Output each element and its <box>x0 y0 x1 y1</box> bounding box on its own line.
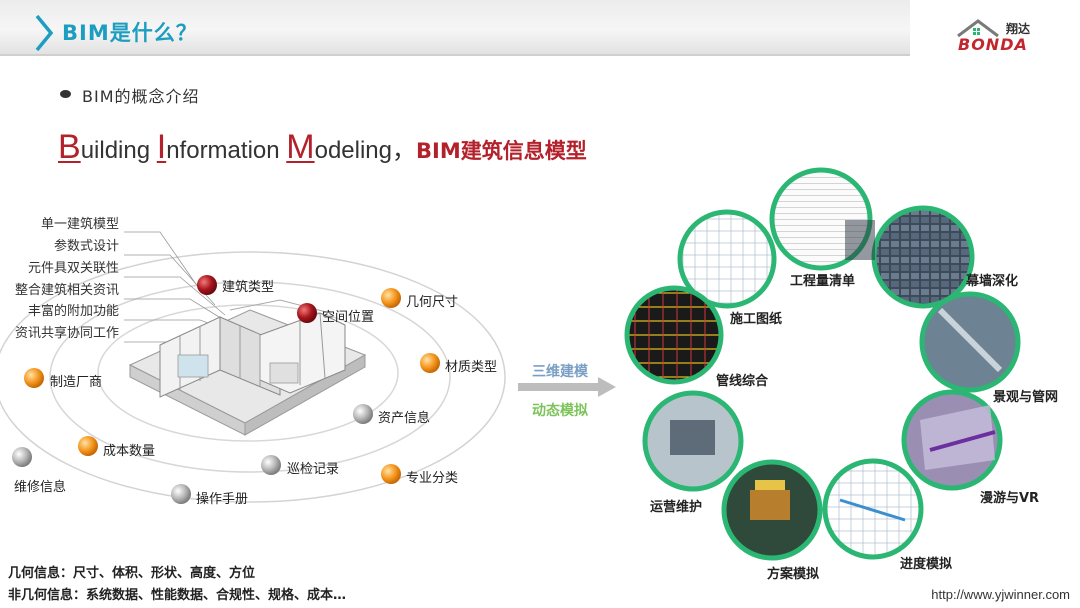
app-label: 管线综合 <box>716 374 769 389</box>
app-label: 进度模拟 <box>900 557 953 572</box>
letter-b: B <box>58 128 81 166</box>
word-modeling: odeling， <box>314 137 416 164</box>
feature-item: 整合建筑相关资讯 <box>14 283 119 298</box>
letter-m: M <box>286 128 315 166</box>
node-dot-inspection-record <box>261 455 281 475</box>
bim-definition: Building Information Modeling，BIM建筑信息模型 <box>58 128 587 167</box>
feature-item: 丰富的附加功能 <box>27 304 119 319</box>
node-label: 操作手册 <box>196 492 249 507</box>
bim-info-diagram <box>0 231 506 504</box>
app-label: 方案模拟 <box>767 567 820 582</box>
logo-cn-text: 翔达 <box>1006 22 1031 36</box>
chevron-right-icon <box>35 14 54 52</box>
intro-heading: BIM的概念介绍 <box>82 87 200 106</box>
node-label: 几何尺寸 <box>406 295 459 310</box>
geometric-info: 几何信息：尺寸、体积、形状、高度、方位 <box>8 566 256 581</box>
feature-item: 元件具双关联性 <box>27 261 119 276</box>
node-label: 维修信息 <box>14 480 67 495</box>
node-label: 成本数量 <box>103 444 156 459</box>
node-dot-maintenance-info <box>12 447 32 467</box>
feature-item: 单一建筑模型 <box>40 217 119 232</box>
node-label: 巡检记录 <box>287 462 340 477</box>
node-dot-space-position <box>297 303 317 323</box>
bim-cn-name: BIM建筑信息模型 <box>416 139 587 163</box>
logo-house-icon <box>957 19 999 38</box>
letter-i: I <box>156 128 167 166</box>
app-bubble-pipelines <box>624 285 724 385</box>
non-geometric-info: 非几何信息：系统数据、性能数据、合规性、规格、成本… <box>8 588 347 603</box>
orbit-inner <box>97 304 399 442</box>
app-bubble-drawings <box>677 209 777 309</box>
node-dot-cost-quantity <box>78 436 98 456</box>
bim-applications-ring <box>624 167 1021 561</box>
arrow-label-modeling: 三维建模 <box>532 364 588 380</box>
app-label: 景观与管网 <box>993 390 1059 405</box>
node-dot-geometry-size <box>381 288 401 308</box>
bullet-dot <box>60 90 71 98</box>
logo-en-text: BONDA <box>958 35 1028 54</box>
app-label: 工程量清单 <box>790 274 856 289</box>
node-dot-operation-manual <box>171 484 191 504</box>
header-band <box>0 0 910 56</box>
feature-item: 参数式设计 <box>53 239 119 254</box>
word-building: uilding <box>80 137 157 164</box>
building-model-illustration <box>128 299 367 436</box>
node-dot-asset-info <box>353 404 373 424</box>
node-label: 资产信息 <box>378 411 431 426</box>
node-dot-discipline <box>381 464 401 484</box>
node-label: 制造厂商 <box>50 375 103 390</box>
app-label: 幕墙深化 <box>966 274 1019 289</box>
node-label: 专业分类 <box>406 471 459 486</box>
feature-item: 资讯共享协同工作 <box>14 326 119 341</box>
node-dot-building-type <box>197 275 217 295</box>
node-label: 建筑类型 <box>222 280 275 295</box>
website-url: http://www.yjwinner.com <box>931 587 1070 602</box>
orbit-outer <box>0 251 506 503</box>
arrow-right-icon <box>518 377 616 397</box>
node-dot-manufacturer <box>24 368 44 388</box>
word-information: nformation <box>166 137 287 164</box>
app-bubble-curtain-wall <box>871 205 975 309</box>
node-dot-material-type <box>420 353 440 373</box>
page-title: BIM是什么？ <box>62 21 198 45</box>
node-label: 材质类型 <box>445 360 498 375</box>
node-label: 空间位置 <box>322 310 375 325</box>
app-label: 施工图纸 <box>730 312 783 327</box>
arrow-label-simulation: 动态模拟 <box>532 403 588 419</box>
app-label: 运营维护 <box>650 500 703 515</box>
orbit-middle <box>49 281 451 473</box>
app-label: 漫游与VR <box>980 491 1040 506</box>
